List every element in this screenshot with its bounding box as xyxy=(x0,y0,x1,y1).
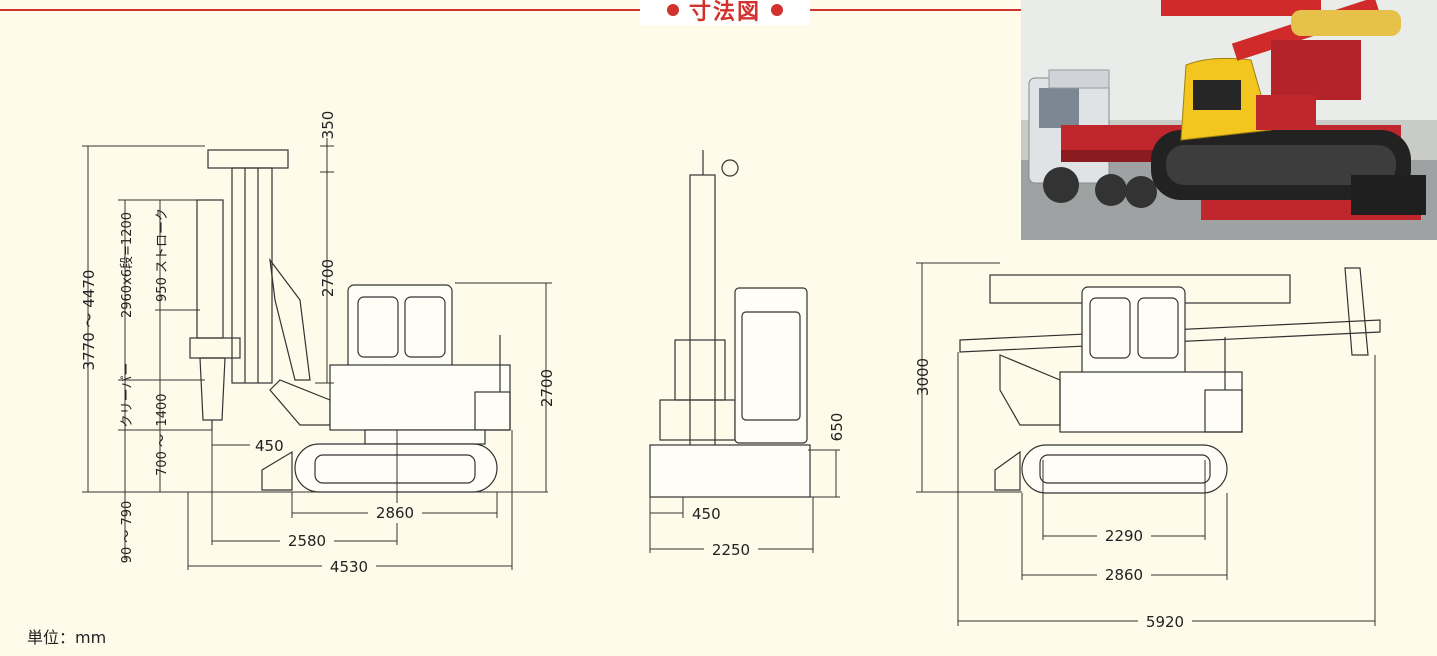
dim-label: 350 xyxy=(319,111,337,140)
unit-label: 単位：mm xyxy=(27,628,107,647)
side-view: 350 2700 3770 ～ 4470 2700 950 ストローク 2960… xyxy=(80,111,556,576)
bullet-dot-icon xyxy=(771,4,783,16)
dim-label: 2960x6段=1200 xyxy=(120,212,135,318)
dim-label: 4530 xyxy=(330,558,368,576)
dim-label: 450 xyxy=(255,437,284,455)
lowered-mast xyxy=(959,319,1381,353)
mast-column xyxy=(231,167,273,384)
dim-label: 950 ストローク xyxy=(155,208,170,302)
dim-label: 2290 xyxy=(1105,527,1143,545)
dim-label: 2580 xyxy=(288,532,326,550)
bullet-dot-icon xyxy=(666,4,679,16)
dim-label: 2700 xyxy=(538,369,556,407)
dim-label: 2860 xyxy=(1105,566,1143,584)
header-rule-left xyxy=(0,9,650,11)
dim-label: 650 xyxy=(828,413,846,442)
header-rule-right xyxy=(800,9,1021,11)
rear-track xyxy=(649,444,811,498)
truck-photo-illustration xyxy=(1021,0,1437,240)
machine-photo xyxy=(1021,0,1437,240)
rear-view: 650 450 2250 xyxy=(649,150,846,559)
dim-label: 5920 xyxy=(1146,613,1184,631)
transport-view: 3000 2290 2860 5920 xyxy=(914,262,1381,631)
dim-label: 700 ～ xyxy=(155,434,170,476)
page-title: 寸法図 xyxy=(688,0,761,25)
dim-label: 90 ～ 790 xyxy=(120,501,135,564)
upper-body xyxy=(329,364,511,431)
dim-label: 450 xyxy=(692,505,721,523)
dim-label: クリーパー xyxy=(120,363,135,428)
crawler-track xyxy=(294,443,498,493)
dim-label: 3000 xyxy=(914,358,932,396)
header-title: 寸法図 xyxy=(640,0,810,25)
dim-label: 2860 xyxy=(376,504,414,522)
transport-track xyxy=(1021,444,1228,494)
dim-label: 2250 xyxy=(712,541,750,559)
rear-mast xyxy=(689,174,716,476)
drill-rod xyxy=(196,199,224,339)
dim-label: 2700 xyxy=(319,259,337,297)
dim-label: 3770 ～ 4470 xyxy=(80,270,98,371)
rear-cab xyxy=(734,287,808,444)
dim-label: 1400 xyxy=(155,393,170,426)
mast-head xyxy=(207,149,289,169)
